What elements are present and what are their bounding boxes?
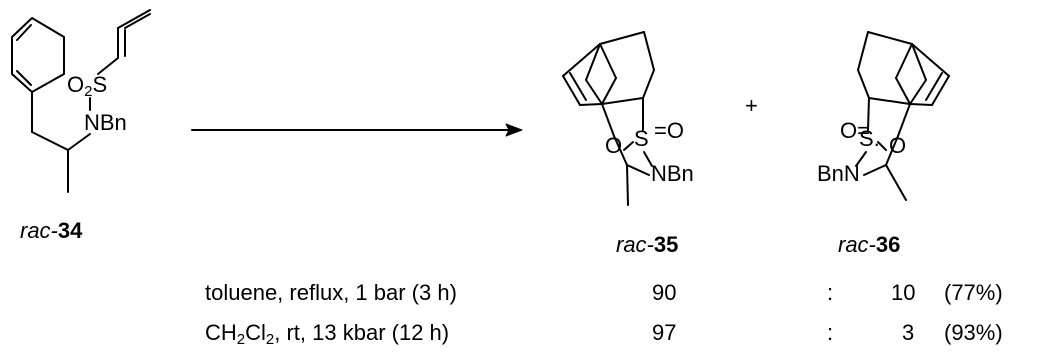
bridge-back — [599, 43, 617, 79]
reaction-arrow — [191, 123, 523, 137]
alkene-to-bridge — [562, 43, 601, 77]
alkene-double-bond — [569, 72, 587, 101]
bridge-right-upper — [911, 43, 927, 81]
condition-text: CH2Cl2, rt, 13 kbar (12 h) — [205, 320, 450, 348]
alkene-double-bond — [925, 72, 943, 101]
plus-sign: + — [745, 93, 758, 118]
s-to-o-left — [623, 141, 634, 151]
product-35-structure — [562, 31, 655, 206]
cyclohexadiene-ring — [11, 17, 65, 93]
alkene-bond — [562, 75, 581, 106]
start-material-structure — [11, 9, 151, 193]
ratio-35-value: 90 — [652, 280, 677, 305]
ch2-to-s — [867, 97, 870, 131]
s-to-o-right — [877, 141, 887, 151]
ratio-35-value: 97 — [652, 320, 677, 345]
chme-methyl — [626, 164, 629, 206]
bridge-top — [867, 31, 913, 45]
ratio-36-value: 3 — [902, 320, 915, 345]
bridge-top — [599, 31, 645, 45]
chme-to-n — [863, 164, 887, 176]
condition-text: toluene, reflux, 1 bar (3 h) — [205, 280, 457, 305]
bridge-back — [895, 43, 913, 79]
p36-bnn-label: BnN — [817, 161, 860, 186]
p35-equals-o: =O — [654, 118, 684, 143]
yield-value: (93%) — [944, 320, 1003, 345]
alkene-to-bridge — [911, 43, 950, 77]
quaternary-to-ch2 — [868, 97, 911, 105]
p36-s-label: S. — [859, 126, 880, 151]
condition-row-2: CH2Cl2, rt, 13 kbar (12 h) 97 : 3 (93%) — [0, 320, 1047, 350]
condition-row-1: toluene, reflux, 1 bar (3 h) 90 : 10 (77… — [0, 280, 1047, 310]
bridge-left-lower — [857, 69, 870, 99]
alkene-to-quaternary — [579, 103, 603, 106]
vinyl-terminal-bond — [117, 9, 151, 29]
bond-s-vinyl — [97, 57, 119, 75]
ratio-36-value: 10 — [891, 280, 916, 305]
alkene-to-quaternary — [909, 103, 933, 106]
bridge-right-upper — [643, 31, 655, 71]
bridge-right-lower — [642, 69, 655, 99]
p36-o-right-label: O — [889, 133, 907, 158]
compound-label-34: rac-34 — [20, 218, 83, 243]
quaternary-to-ch2-o — [601, 103, 615, 137]
ratio-separator: : — [827, 280, 834, 305]
bridge-back-lower — [601, 77, 617, 105]
p35-nbn-label: NBn — [651, 161, 694, 186]
quaternary-to-ch2 — [601, 97, 644, 105]
bond-ch2-ch — [31, 131, 69, 151]
bond-ch-n — [67, 133, 91, 151]
product-36-structure — [855, 31, 950, 201]
bridge-right-lower — [909, 79, 927, 105]
ch2-to-chme — [885, 135, 899, 166]
p35-s-label: S — [634, 126, 649, 151]
chme-methyl — [885, 164, 907, 201]
ch2-to-chme — [613, 135, 628, 166]
compound-label-36: rac-36 — [838, 232, 901, 257]
alkene-bond — [931, 75, 950, 106]
p36-o-left-label: O= — [840, 118, 870, 143]
s-to-n — [855, 151, 867, 167]
quaternary-to-ch2-o — [897, 103, 911, 137]
chme-to-n — [626, 164, 650, 176]
vinyl-terminal-double-bond — [124, 13, 151, 29]
bridge-back-lower — [895, 77, 911, 105]
p35-o-left-label: O — [605, 133, 623, 158]
ring-double-bond-1 — [16, 24, 32, 41]
bridge-left-upper — [857, 31, 869, 71]
bridge-left-upper — [585, 43, 601, 81]
s-to-n — [643, 151, 653, 167]
ratio-separator: : — [827, 320, 834, 345]
start-o2s-label: O2S — [67, 72, 108, 100]
compound-label-35: rac-35 — [616, 232, 679, 257]
ring-double-bond-2 — [16, 70, 32, 86]
bridge-left-lower — [585, 79, 603, 105]
start-nbn-label: NBn — [84, 110, 127, 135]
yield-value: (77%) — [944, 280, 1003, 305]
